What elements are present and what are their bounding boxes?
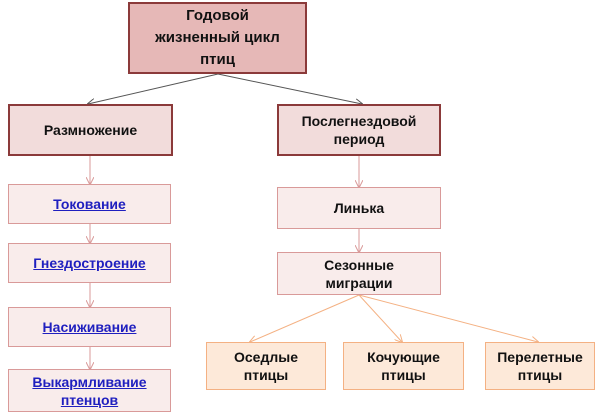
node-nest-building: Гнездостроение	[8, 243, 171, 283]
node-resident-birds: Оседлые птицы	[206, 342, 326, 390]
node-nomadic-birds: Кочующие птицы	[343, 342, 464, 390]
node-migratory-birds: Перелетные птицы	[485, 342, 595, 390]
node-reproduction-label: Размножение	[43, 122, 138, 138]
node-nomadic-label: Кочующие птицы	[367, 349, 440, 383]
node-molt: Линька	[277, 187, 441, 229]
link-incubation[interactable]: Насиживание	[42, 319, 137, 335]
root-label: Годовой жизненный цикл птиц	[155, 7, 280, 68]
arrow-migrations-to-migratory	[358, 294, 538, 342]
node-migratory-label: Перелетные птицы	[497, 349, 583, 383]
node-lek: Токование	[8, 184, 171, 224]
node-postnesting-period: Послегнездовой период	[277, 104, 441, 156]
node-molt-label: Линька	[333, 200, 385, 216]
node-resident-label: Оседлые птицы	[234, 349, 298, 383]
node-postnesting-label: Послегнездовой период	[301, 113, 417, 147]
arrow-root-to-reproduction	[88, 73, 219, 104]
arrow-migrations-to-nomadic	[358, 294, 402, 342]
node-seasonal-migrations: Сезонные миграции	[277, 252, 441, 295]
link-chick-feeding[interactable]: Выкармливание птенцов	[32, 373, 147, 408]
arrow-root-to-postnesting	[217, 73, 362, 104]
arrow-migrations-to-resident	[250, 294, 360, 342]
node-migrations-label: Сезонные миграции	[324, 256, 394, 291]
node-incubation: Насиживание	[8, 307, 171, 347]
node-chick-feeding: Выкармливание птенцов	[8, 369, 171, 412]
root-node: Годовой жизненный цикл птиц	[128, 2, 307, 74]
link-lek[interactable]: Токование	[53, 196, 126, 212]
link-nest-building[interactable]: Гнездостроение	[33, 255, 146, 271]
node-reproduction: Размножение	[8, 104, 173, 156]
